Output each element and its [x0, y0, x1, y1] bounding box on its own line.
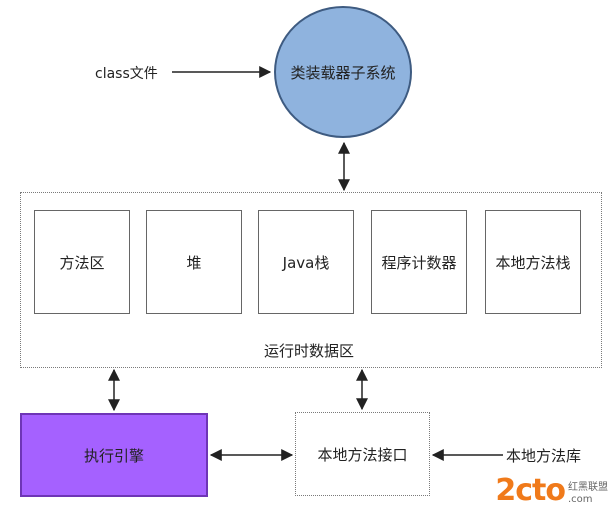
execution-engine-node: 执行引擎: [20, 413, 208, 497]
method-area-box: 方法区: [34, 210, 130, 314]
native-method-stack-label: 本地方法栈: [495, 253, 571, 272]
runtime-data-area: [20, 192, 602, 368]
class-loader-label: 类装载器子系统: [290, 63, 396, 82]
java-stack-box: Java栈: [258, 210, 354, 314]
class-loader-node: 类装载器子系统: [274, 6, 412, 138]
watermark-main: 2cto: [495, 473, 566, 508]
native-method-stack-box: 本地方法栈: [485, 210, 581, 314]
class-file-label: class文件: [95, 66, 158, 82]
java-stack-label: Java栈: [282, 253, 330, 272]
native-interface-label: 本地方法接口: [317, 445, 408, 464]
heap-box: 堆: [146, 210, 242, 314]
watermark-side: 红黑联盟 .com: [568, 482, 608, 506]
native-library-label: 本地方法库: [506, 447, 582, 465]
watermark-logo: 2cto 红黑联盟 .com: [495, 476, 608, 506]
runtime-area-label: 运行时数据区: [264, 342, 355, 360]
native-interface-node: 本地方法接口: [295, 412, 430, 496]
watermark-side-top: 红黑联盟: [568, 482, 608, 493]
program-counter-label: 程序计数器: [381, 253, 457, 272]
watermark-side-bottom: .com: [568, 494, 593, 505]
method-area-label: 方法区: [59, 253, 105, 272]
program-counter-box: 程序计数器: [371, 210, 467, 314]
execution-engine-label: 执行引擎: [83, 446, 144, 465]
heap-label: 堆: [186, 253, 202, 272]
